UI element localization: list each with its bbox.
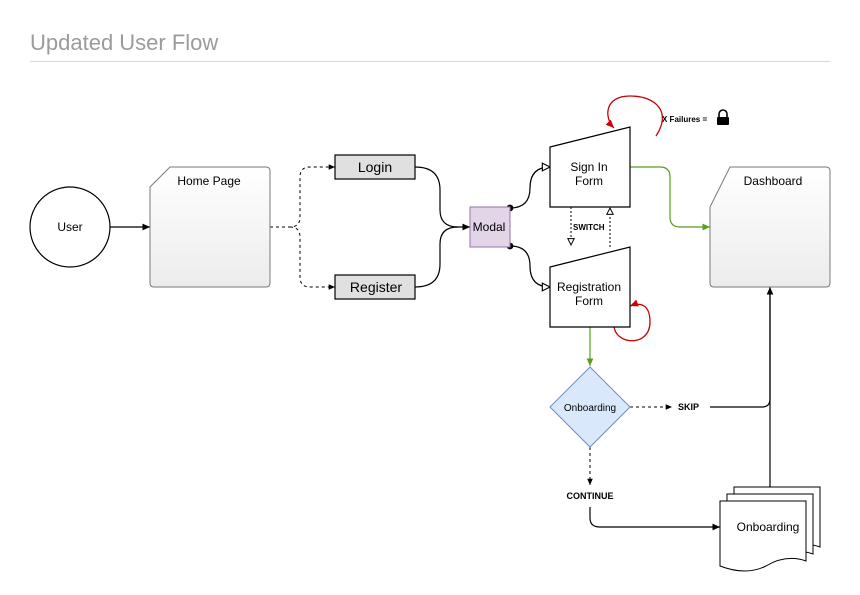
label-switch: SWITCH bbox=[573, 223, 605, 232]
node-onboarding-pages: Onboarding bbox=[719, 486, 821, 572]
node-sign-in-form-label-line1: Sign In bbox=[570, 160, 607, 174]
page-title: Updated User Flow bbox=[30, 30, 219, 55]
node-modal: Modal bbox=[469, 206, 511, 248]
node-home-page: Home Page bbox=[149, 166, 271, 288]
node-registration-form: Registration Form bbox=[549, 246, 631, 328]
node-registration-form-label-line2: Form bbox=[575, 294, 603, 308]
node-user: User bbox=[29, 186, 111, 268]
edge-homepage-split bbox=[270, 164, 335, 228]
label-failures: X Failures = bbox=[662, 115, 707, 124]
node-user-label: User bbox=[57, 220, 82, 234]
edge-modal-to-signin bbox=[510, 167, 550, 208]
node-dashboard: Dashboard bbox=[709, 166, 831, 288]
node-onboarding-decision: Onboarding bbox=[549, 366, 631, 448]
node-login-label: Login bbox=[358, 159, 392, 175]
node-sign-in-form: Sign In Form bbox=[549, 126, 631, 208]
edge-signin-failure-loop bbox=[605, 95, 663, 137]
node-registration-form-label-line1: Registration bbox=[557, 280, 621, 294]
node-sign-in-form-label-line2: Form bbox=[575, 174, 603, 188]
label-skip: SKIP bbox=[678, 402, 699, 412]
edge-homepage-to-register bbox=[289, 226, 335, 290]
edge-modal-to-registration bbox=[510, 246, 550, 287]
node-register-label: Register bbox=[350, 279, 402, 295]
node-onboarding-pages-label: Onboarding bbox=[737, 520, 800, 534]
node-register: Register bbox=[334, 274, 416, 300]
title-divider bbox=[30, 61, 830, 62]
label-continue: CONTINUE bbox=[567, 491, 614, 501]
edge-signin-to-dashboard bbox=[630, 166, 710, 231]
node-dashboard-label: Dashboard bbox=[744, 174, 803, 188]
node-onboarding-decision-label: Onboarding bbox=[564, 403, 616, 414]
edge-login-to-modal bbox=[414, 166, 470, 231]
edge-register-to-modal bbox=[414, 226, 459, 288]
edge-continue-to-onboarding bbox=[589, 507, 720, 531]
lock-icon bbox=[717, 109, 729, 125]
node-login: Login bbox=[334, 154, 416, 180]
edge-skip-to-dashboard bbox=[710, 287, 774, 408]
edge-registration-retry-loop bbox=[613, 299, 651, 342]
node-modal-label: Modal bbox=[473, 220, 506, 234]
node-home-page-label: Home Page bbox=[177, 174, 241, 188]
